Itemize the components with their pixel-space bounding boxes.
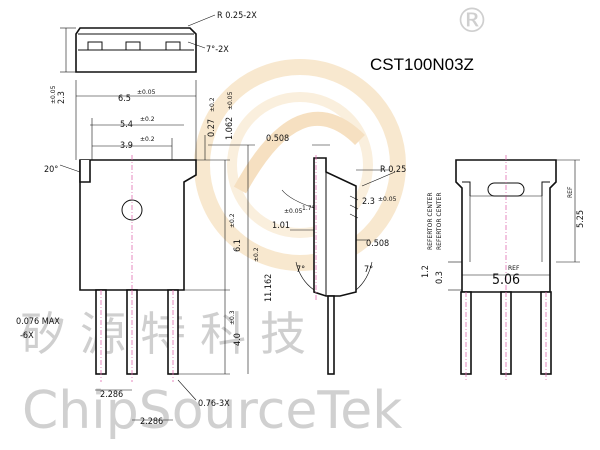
dim-0-3: 0.3	[435, 271, 445, 284]
dim-6-1: 6.1	[233, 239, 243, 252]
dim-side-tol: ±0.05	[284, 208, 303, 215]
dim-ref-bottom: REF	[508, 265, 520, 272]
watermark-chinese: 矽源特科技	[20, 307, 320, 361]
rear-view	[448, 155, 580, 380]
dim-1-01: 1.01	[272, 221, 290, 231]
dim-ref-right: REF	[567, 186, 574, 198]
dim-0-508-top: 0.508	[266, 134, 289, 144]
watermark-latin: ChipSourceTek	[22, 381, 402, 441]
top-view	[60, 14, 216, 73]
dim-3-9: 3.9	[120, 141, 133, 151]
dim-front-tol-lower: ±0.2	[253, 247, 260, 262]
dim-2-286-lower: 2.286	[140, 417, 163, 427]
dim-5-4: 5.4	[120, 120, 133, 130]
dim-angle-1-7: 1.7°	[302, 205, 315, 212]
dim-side-2-3: 2.3	[362, 197, 375, 207]
dim-angle-7-left: 7°	[296, 265, 305, 275]
dim-1-062-tol: ±0.05	[227, 91, 234, 110]
dim-pin-076-max: 0.076 MAX	[16, 317, 60, 327]
dim-ref-center-2: REFERTOR CENTER	[436, 193, 443, 251]
dim-2-286-upper: 2.286	[100, 390, 123, 400]
watermark-registered: ®	[455, 1, 489, 41]
dim-angle-20: 20°	[44, 165, 58, 175]
side-view	[281, 144, 396, 375]
part-number-title: CST100N03Z	[370, 55, 474, 74]
logo-watermark	[194, 59, 406, 271]
dim-4-0-tol: ±0.3	[229, 310, 236, 325]
dim-6-5: 6.5	[118, 94, 131, 104]
dim-r-side: R 0.25	[380, 165, 406, 175]
dim-11-162: 11.162	[264, 274, 274, 302]
dim-0-508-mid: 0.508	[366, 239, 389, 249]
dim-5-06: 5.06	[492, 272, 520, 288]
dim-pin-076-3x: 0.76-3X	[198, 399, 230, 409]
dim-2-3: 2.3	[57, 91, 67, 104]
dim-side-2-3-tol: ±0.05	[378, 196, 397, 203]
dim-front-tol-upper: ±0.2	[229, 213, 236, 228]
front-view	[59, 80, 255, 421]
dim-5-25: 5.25	[576, 210, 586, 228]
dim-0-27: 0.27	[207, 119, 217, 137]
dim-r-top: R 0.25-2X	[217, 11, 257, 21]
dim-4-0: 4.0	[233, 333, 243, 346]
dim-0-27-tol: ±0.2	[209, 97, 216, 112]
dim-ref-center-1: REFERTOR CENTER	[427, 193, 434, 251]
dim-2-3-tol: ±0.05	[50, 85, 57, 104]
dim-1-062: 1.062	[225, 117, 235, 140]
dim-angle-7-right: 7°	[364, 265, 373, 275]
dim-pin-6x: -6X	[20, 331, 34, 341]
dim-5-4-tol: ±0.2	[140, 116, 155, 123]
dim-angle-7-2x: 7°-2X	[206, 45, 229, 55]
dim-6-5-tol: ±0.05	[137, 89, 156, 96]
dim-3-9-tol: ±0.2	[140, 136, 155, 143]
dim-1-2: 1.2	[421, 265, 431, 278]
